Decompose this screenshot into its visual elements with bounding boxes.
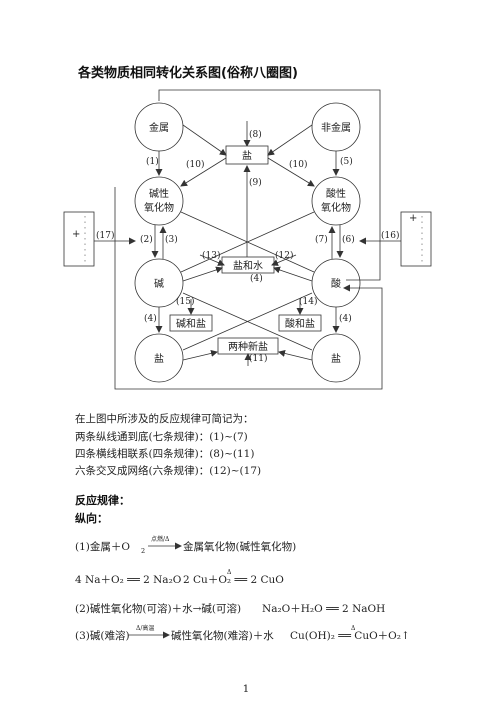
node-metal: 金属 <box>149 121 169 134</box>
page-title: 各类物质相同转化关系图(俗称八圈图) <box>77 65 298 81</box>
label-13: (13) <box>202 250 220 261</box>
eq-cu: 2 Cu＋O₂ ══ 2 CuO <box>183 574 284 586</box>
section-heading: 反应规律： <box>75 493 130 507</box>
node-nonmetal: 非金属 <box>321 121 351 134</box>
circle-salt-right <box>311 333 361 383</box>
summary-line-4: 六条交叉成网络(六条规律)：(12)~(17) <box>75 464 261 477</box>
label-3: (3) <box>165 234 178 245</box>
label-4-left: (4) <box>144 313 157 324</box>
label-1: (1) <box>146 156 159 167</box>
arrow-4-acid-to-salt-water <box>273 266 313 282</box>
cross-line-acid-to-salt-left <box>182 292 313 351</box>
arrow-10-nonmetal-to-salt <box>267 124 313 156</box>
arrow-13-to-salt-water <box>199 254 225 266</box>
node-basic-oxide-line2: 氧化物 <box>144 201 174 214</box>
label-4-center: (4) <box>250 273 263 284</box>
label-5: (5) <box>340 156 353 167</box>
box-base-salt-label: 碱和盐 <box>176 317 206 330</box>
arrow-4-base-to-salt-water <box>182 266 223 282</box>
rule1-condition: 点燃/Δ <box>151 535 170 543</box>
outer-line-bottom-left <box>114 187 383 390</box>
arrow-12-to-salt-water <box>271 254 297 266</box>
rule3-delta: Δ <box>351 625 356 632</box>
arrow-10-metal-to-salt <box>182 124 227 156</box>
rule2-eq: Na₂O＋H₂O ══ 2 NaOH <box>262 603 385 615</box>
rule1-result: 金属氧化物(碱性氧化物) <box>183 540 296 553</box>
box-salt-top-label: 盐 <box>242 149 252 162</box>
eq-na: 4 Na＋O₂ ══ 2 Na₂O <box>75 574 182 586</box>
label-2: (2) <box>140 234 153 245</box>
node-base: 碱 <box>154 278 164 290</box>
summary-line-3: 四条横线相联系(四条规律)：(8)~(11) <box>75 447 254 460</box>
label-8: (8) <box>249 129 262 140</box>
node-acidic-oxide-line2: 氧化物 <box>321 201 351 214</box>
arrow-10-salt-to-basic-oxide <box>180 157 227 187</box>
label-15: (15) <box>176 296 194 307</box>
label-14: (14) <box>299 296 317 307</box>
eq-cu-delta: Δ <box>227 569 232 576</box>
circle-basic-oxide <box>134 176 184 226</box>
page-number: 1 <box>243 683 250 695</box>
label-12: (12) <box>275 250 293 261</box>
circle-salt-left <box>134 333 184 383</box>
rule3-prefix: (3)碱(难溶) <box>75 629 130 642</box>
label-9: (9) <box>249 177 262 188</box>
arrow-11-left-salt-to-new-salts <box>182 349 218 361</box>
eight-circle-diagram: 金属 非金属 碱性 氧化物 酸性 氧化物 碱 酸 盐 盐 盐 盐 <box>63 89 432 390</box>
box-base-salt <box>169 314 213 332</box>
subheading-vertical: 纵向： <box>75 511 108 525</box>
rule3-eq: Cu(OH)₂ ══ CuO＋O₂↑ <box>290 630 410 642</box>
node-salt-left: 盐 <box>154 352 164 365</box>
rule3-condition: Δ/高温 <box>136 624 154 632</box>
rule3-result: 碱性氧化物(难溶)＋水 <box>171 629 274 642</box>
label-17: (17) <box>96 230 114 241</box>
arrow-11-right-salt-to-new-salts <box>278 350 313 361</box>
rule1-prefix: (1)金属＋O <box>75 540 130 553</box>
plus-left: + <box>72 229 80 240</box>
label-16: (16) <box>381 230 399 241</box>
arrow-10-salt-to-acidic-oxide <box>267 157 315 187</box>
summary-line-1: 在上图中所涉及的反应规律可简记为： <box>75 412 254 425</box>
node-acidic-oxide-line1: 酸性 <box>326 187 346 200</box>
label-11: (11) <box>249 353 267 364</box>
node-basic-oxide-line1: 碱性 <box>149 187 169 200</box>
label-10-right: (10) <box>289 159 307 170</box>
node-salt-right: 盐 <box>331 352 341 365</box>
summary-line-2: 两条纵线通到底(七条规律)：(1)~(7) <box>75 430 248 443</box>
box-acid-salt-label: 酸和盐 <box>285 317 315 330</box>
rule2-text: (2)碱性氧化物(可溶)＋水→碱(可溶) <box>75 602 241 615</box>
label-6: (6) <box>342 234 355 245</box>
circle-acidic-oxide <box>311 176 361 226</box>
outer-line-top-right <box>158 89 381 281</box>
node-acid: 酸 <box>331 277 341 290</box>
label-10-left: (10) <box>186 159 204 170</box>
rule1-sub: 2 <box>141 547 145 555</box>
box-salt-water-label: 盐和水 <box>233 259 263 272</box>
box-two-new-salts-label: 两种新盐 <box>228 340 268 353</box>
box-plus-right <box>400 211 432 267</box>
plus-right: + <box>409 213 417 224</box>
box-plus-left <box>63 211 95 267</box>
box-acid-salt <box>278 314 322 332</box>
label-7: (7) <box>315 234 328 245</box>
cross-line-acidic-oxide-to-base <box>180 211 315 273</box>
label-4-right: (4) <box>339 313 352 324</box>
